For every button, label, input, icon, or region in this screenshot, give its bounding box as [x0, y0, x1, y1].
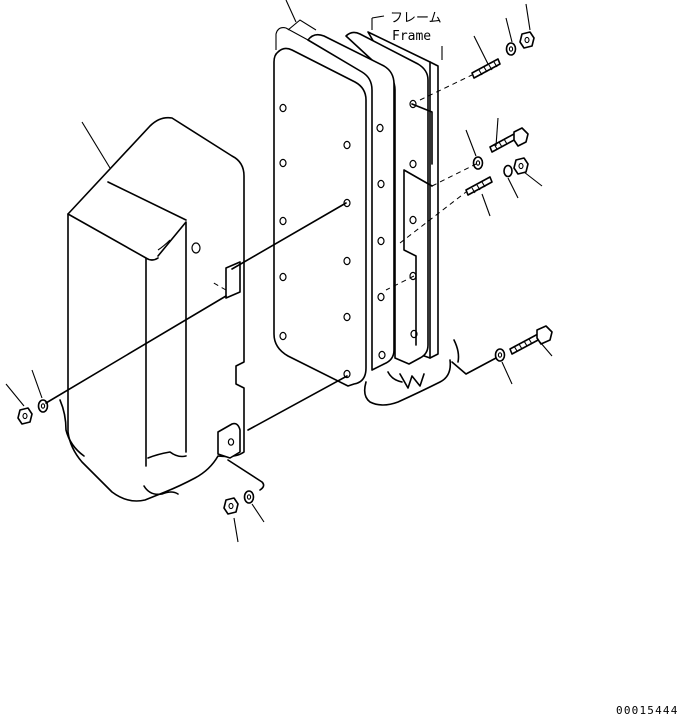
bolt-bottom-right: [509, 325, 553, 355]
frame-label-jp: フレーム: [390, 11, 442, 26]
stud-bolt-top: [471, 58, 501, 79]
mounting-bracket: [217, 422, 241, 459]
washer-bottom-right: [494, 348, 506, 362]
washer-left: [37, 399, 49, 413]
guard-plate-front: [273, 19, 367, 387]
leader-lines: [5, 0, 553, 543]
frame-bottom-bracket: [363, 339, 460, 406]
plate-holes: [279, 99, 418, 379]
stud-bolt-mid: [465, 176, 493, 196]
washer-top: [505, 42, 517, 56]
drawing-number: 00015444: [616, 704, 679, 716]
washer-mid: [472, 156, 484, 170]
spacer-plate-1: [307, 33, 395, 371]
washer-mid-2: [503, 164, 513, 178]
washer-bottom: [243, 490, 255, 504]
nut-top: [519, 31, 535, 49]
bolt-mid: [489, 127, 529, 153]
nut-left: [17, 407, 33, 425]
frame-label-en: Frame: [392, 29, 431, 44]
nut-bottom: [223, 497, 239, 515]
nut-mid: [513, 157, 529, 175]
assembly-lines: [45, 74, 497, 491]
tank-cover: [59, 116, 245, 502]
